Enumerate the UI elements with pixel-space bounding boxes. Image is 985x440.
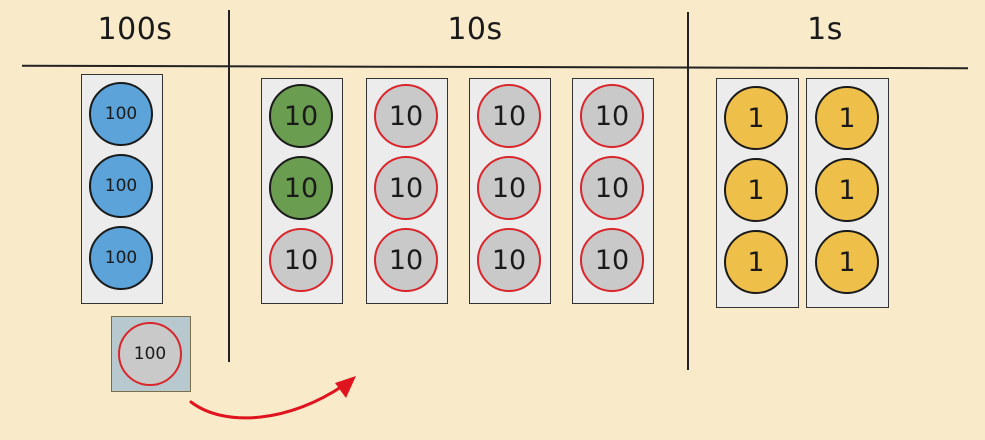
- ones-stack: 1 1 1: [716, 78, 799, 308]
- one-disc: 1: [724, 158, 788, 222]
- one-disc: 1: [724, 230, 788, 294]
- regrouped-ten-disc: 10: [374, 228, 438, 292]
- regrouped-ten-disc: 10: [580, 228, 644, 292]
- hundred-disc: 100: [89, 82, 153, 146]
- regrouped-hundred-box: 100: [111, 316, 191, 392]
- regrouped-ten-disc: 10: [269, 228, 333, 292]
- regrouped-hundred-disc: 100: [118, 322, 182, 386]
- regrouped-ten-disc: 10: [580, 84, 644, 148]
- one-disc: 1: [724, 86, 788, 150]
- one-disc: 1: [815, 158, 879, 222]
- hundreds-stack: 100 100 100: [81, 74, 163, 304]
- one-disc: 1: [815, 86, 879, 150]
- hundred-disc: 100: [89, 154, 153, 218]
- one-disc: 1: [815, 230, 879, 294]
- header-tens: 10s: [447, 12, 503, 47]
- regrouped-ten-disc: 10: [477, 84, 541, 148]
- ten-disc: 10: [269, 156, 333, 220]
- hundred-disc: 100: [89, 226, 153, 290]
- regrouped-ten-disc: 10: [477, 156, 541, 220]
- header-hundreds: 100s: [97, 12, 173, 47]
- ones-stack: 1 1 1: [806, 78, 889, 308]
- regrouped-ten-disc: 10: [477, 228, 541, 292]
- header-ones: 1s: [807, 12, 843, 47]
- ten-disc: 10: [269, 84, 333, 148]
- regrouped-ten-disc: 10: [374, 156, 438, 220]
- divider-tens-ones: [687, 12, 689, 370]
- tens-stack: 10 10 10: [572, 78, 654, 304]
- regrouped-ten-disc: 10: [580, 156, 644, 220]
- tens-stack: 10 10 10: [366, 78, 448, 304]
- tens-stack: 10 10 10: [469, 78, 551, 304]
- tens-stack: 10 10 10: [261, 78, 343, 304]
- regrouped-ten-disc: 10: [374, 84, 438, 148]
- divider-hundreds-tens: [228, 10, 230, 362]
